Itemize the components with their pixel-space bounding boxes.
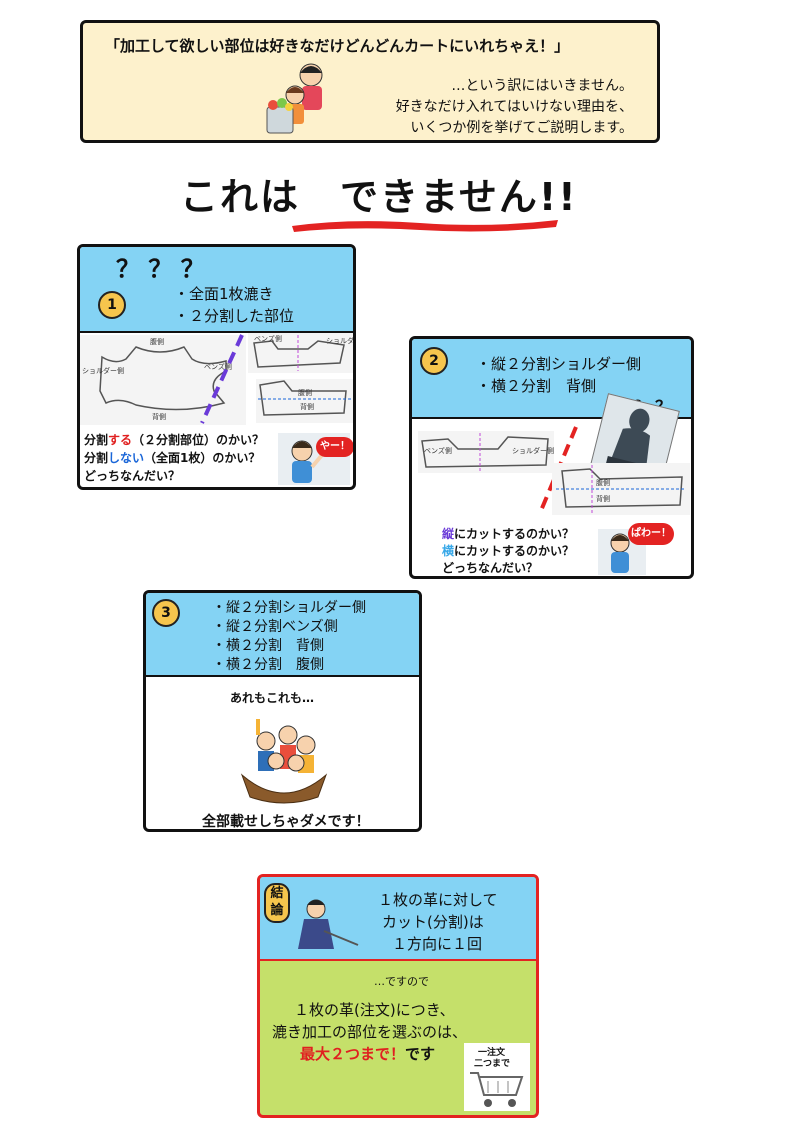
purple-dash-divider — [200, 334, 244, 424]
label-shoulder: ショルダー側 — [512, 446, 554, 455]
horizontal-split-diagram: 腹側 背側 — [552, 463, 690, 515]
question-marks: ？ ？ ？ — [116, 255, 205, 283]
case-3-item-2: ・縦２分割ベンズ側 — [212, 619, 338, 635]
cart-label-2: 二つまで — [474, 1059, 511, 1069]
conclusion-body-3: 最大２つまで！です — [300, 1045, 436, 1063]
conclusion-body-2: 漉き加工の部位を選ぶのは、 — [272, 1023, 468, 1041]
case-3-item-3: ・横２分割 背側 — [212, 638, 324, 654]
case-2-panel: 2 ・縦２分割ショルダー側 ・横２分割 背側 ？ ？ ？ ベンズ側 ショルダー側… — [409, 336, 694, 579]
case-3-item-1: ・縦２分割ショルダー側 — [212, 600, 366, 616]
treasure-ship-illustration — [236, 711, 332, 807]
case-1-item-2: ・２分割した部位 — [174, 307, 295, 325]
intro-line-1: …という訳にはいきません。 — [451, 78, 633, 94]
cart-illustration: 一注文 二つまで — [464, 1043, 530, 1111]
conclusion-body-1: １枚の革(注文)につき、 — [294, 1001, 455, 1019]
samurai-illustration — [288, 895, 360, 955]
case-3-lead: あれもこれも… — [230, 691, 315, 705]
label-back: 背側 — [152, 412, 166, 421]
case-3-panel: 3 ・縦２分割ショルダー側 ・縦２分割ベンズ側 ・横２分割 背側 ・横２分割 腹… — [143, 590, 422, 832]
headline: これは できません!! — [180, 175, 578, 219]
case-3-badge: 3 — [152, 599, 180, 627]
label-back: 背側 — [596, 494, 610, 503]
case-1-panel: ？ ？ ？ 1 ・全面1枚漉き ・２分割した部位 腹側 ショルダー側 ベンズ側 … — [77, 244, 356, 490]
conclusion-line-3: １方向に１回 — [392, 935, 483, 953]
case-1-question-3: どっちなんだい？ — [84, 469, 181, 483]
label-shoulder: ショルダー側 — [82, 366, 124, 375]
conclusion-panel: 結論 １枚の革に対して カット(分割)は １方向に１回 …ですので １枚の革(注… — [257, 874, 539, 1118]
label-belly: 腹側 — [150, 337, 164, 346]
headline-red-brush-underline — [292, 220, 558, 232]
case-2-question-1: 縦にカットするのかい？ — [442, 527, 575, 541]
case-2-item-2: ・横２分割 背側 — [476, 377, 597, 395]
svg-text:背側: 背側 — [300, 402, 314, 411]
speech-bubble: ぱわー！ — [628, 523, 674, 545]
case-1-header — [80, 247, 353, 331]
split-hide-diagram: ベンズ側 ショルダー側 腹側 背側 — [248, 333, 356, 423]
cart-label-1: 一注文 — [478, 1048, 506, 1058]
intro-line-3: いくつか例を挙げてご説明します。 — [410, 120, 633, 136]
vertical-split-diagram: ベンズ側 ショルダー側 — [418, 431, 554, 473]
label-bends: ベンズ側 — [204, 362, 232, 371]
case-3-footer: 全部載せしちゃダメです！ — [202, 814, 370, 830]
case-2-badge: 2 — [420, 347, 448, 375]
svg-text:腹側: 腹側 — [298, 388, 312, 397]
case-2-question-3: どっちなんだい？ — [442, 561, 539, 575]
label-belly: 腹側 — [596, 478, 610, 487]
intro-quote: 「加工して欲しい部位は好きなだけどんどんカートにいれちゃえ！」 — [105, 37, 570, 55]
case-2-item-1: ・縦２分割ショルダー側 — [476, 355, 642, 373]
intro-box: 「加工して欲しい部位は好きなだけどんどんカートにいれちゃえ！」 …という訳にはい… — [80, 20, 660, 143]
conclusion-line-1: １枚の革に対して — [378, 891, 498, 909]
case-3-header — [146, 593, 419, 675]
conclusion-badge: 結論 — [264, 883, 290, 923]
svg-text:ベンズ側: ベンズ側 — [254, 334, 282, 343]
conclusion-so: …ですので — [374, 975, 429, 988]
case-2-question-2: 横にカットするのかい？ — [442, 544, 575, 558]
conclusion-line-2: カット(分割)は — [382, 913, 484, 931]
shopping-cart-icon — [470, 1072, 524, 1107]
full-hide-diagram: 腹側 ショルダー側 ベンズ側 背側 — [80, 335, 246, 425]
svg-text:ショルダー側: ショルダー側 — [326, 336, 356, 345]
case-1-question-1: 分割する（２分割部位）のかい？ — [84, 433, 265, 447]
label-bends: ベンズ側 — [424, 446, 452, 455]
case-1-badge: 1 — [98, 291, 126, 319]
power-boy-illustration — [598, 529, 646, 575]
shopping-family-illustration — [255, 59, 335, 139]
case-3-item-4: ・横２分割 腹側 — [212, 657, 324, 673]
case-1-item-1: ・全面1枚漉き — [174, 285, 274, 303]
speech-bubble: やー！ — [316, 437, 353, 457]
case-1-question-2: 分割しない（全面1枚）のかい？ — [84, 451, 261, 465]
intro-line-2: 好きなだけ入れてはいけない理由を、 — [395, 99, 633, 115]
